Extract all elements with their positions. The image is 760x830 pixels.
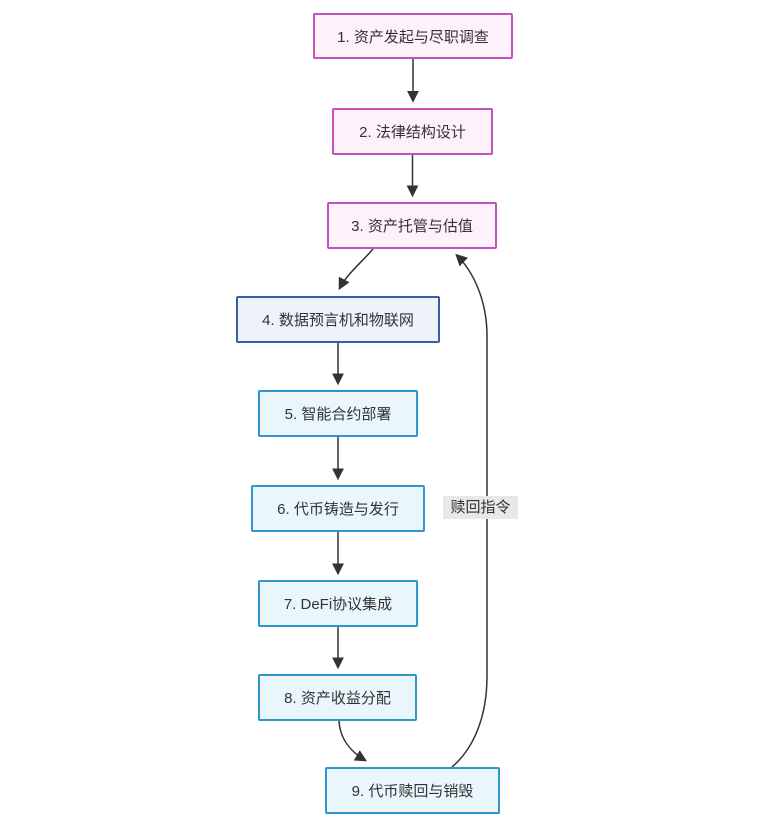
edge-8-to-9: [338, 720, 368, 762]
node-5-smart-contract-deployment: 5. 智能合约部署: [258, 390, 418, 437]
node-9-label: 9. 代币赎回与销毁: [351, 783, 474, 800]
node-1-asset-origination-due-diligence: 1. 资产发起与尽职调查: [313, 13, 513, 59]
node-6-token-minting-issuance: 6. 代币铸造与发行: [251, 485, 425, 532]
edge-label-redemption-instruction: 赎回指令: [443, 496, 518, 519]
node-4-data-oracle-iot: 4. 数据预言机和物联网: [236, 296, 440, 343]
node-7-label: 7. DeFi协议集成: [283, 596, 393, 613]
node-5-label: 5. 智能合约部署: [284, 406, 392, 423]
node-6-label: 6. 代币铸造与发行: [277, 501, 399, 518]
node-1-label: 1. 资产发起与尽职调查: [337, 28, 489, 46]
node-9-token-redemption-burn: 9. 代币赎回与销毁: [325, 767, 500, 814]
node-8-label: 8. 资产收益分配: [284, 690, 391, 707]
node-3-label: 3. 资产托管与估值: [351, 218, 473, 235]
node-7-defi-protocol-integration: 7. DeFi协议集成: [258, 580, 418, 627]
node-4-label: 4. 数据预言机和物联网: [262, 312, 414, 329]
node-2-label: 2. 法律结构设计: [359, 124, 466, 141]
node-8-asset-yield-distribution: 8. 资产收益分配: [258, 674, 417, 721]
node-3-asset-custody-valuation: 3. 资产托管与估值: [327, 202, 497, 249]
node-2-legal-structure-design: 2. 法律结构设计: [332, 108, 493, 155]
edge-3-to-4: [338, 248, 374, 291]
edge-9-to-3-redemption: [451, 253, 488, 768]
